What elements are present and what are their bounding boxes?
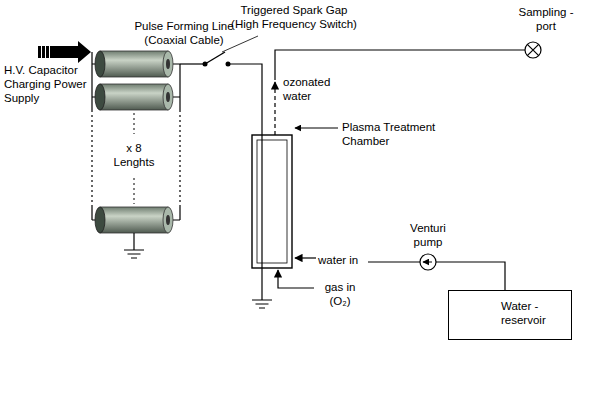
outlet-pipe (275, 50, 525, 80)
coaxial-cable (95, 84, 173, 110)
treatment-chamber (252, 135, 292, 268)
repeat-dots (134, 113, 135, 134)
valve-cross (527, 44, 538, 55)
part-label: Sampling -port (518, 6, 574, 34)
switch-blade (205, 52, 225, 64)
part-label: Plasma Treatment Chamber (342, 121, 442, 149)
arrow-tail (46, 46, 49, 58)
part-label: Triggered Spark Gap (High Frequency Swit… (226, 4, 362, 32)
repeat-dots (134, 178, 135, 204)
gas-pipe (278, 270, 314, 288)
label-text: Sampling -port (519, 6, 574, 32)
venturi-pump (420, 254, 436, 270)
sampling-valve (525, 42, 541, 58)
outflow-arrow (274, 82, 275, 135)
node-text: Water -reservoir (501, 300, 563, 328)
label-text: Triggered Spark Gap (High Frequency Swit… (231, 4, 357, 30)
label-text: H.V. Capacitor Charging Power Supply (4, 64, 86, 104)
wire (180, 63, 205, 64)
label-text: Plasma Treatment Chamber (342, 121, 435, 147)
leader-line (222, 36, 258, 52)
label-text: x 8 Lenghts (114, 142, 155, 168)
chamber-inner-wall (257, 140, 287, 263)
bus-wire (91, 207, 92, 220)
arrow-tail (42, 46, 45, 58)
bus-wire (179, 64, 180, 110)
bus-wire (91, 52, 92, 110)
part-label: H.V. Capacitor Charging Power Supply (4, 64, 90, 105)
bus-wire-dotted (179, 110, 180, 207)
water-pipe (368, 261, 420, 262)
branch-wire (92, 64, 180, 220)
supply-arrow (50, 41, 91, 63)
part-label: gas in (O₂) (318, 281, 362, 309)
bus-wire-dotted (91, 110, 92, 207)
part-label: ozonated water (283, 76, 335, 104)
label-text: water in (318, 254, 358, 266)
label-text: Pulse Forming Line (Coaxial Cable) (134, 20, 233, 46)
arrow-tail (38, 46, 41, 58)
label-text: Venturi pump (410, 222, 446, 248)
part-label: water in (318, 254, 368, 268)
pointer-arrow (295, 128, 338, 129)
ground-symbol (124, 250, 144, 258)
coaxial-cable (95, 51, 173, 77)
reservoir-box: Water -reservoir (448, 290, 572, 340)
label-text: gas in (O₂) (325, 281, 356, 307)
water-inlet-arrow (295, 257, 316, 258)
ground-wire (133, 233, 134, 250)
pump-flow-arrow (423, 262, 432, 263)
part-label: x 8 Lenghts (110, 142, 158, 170)
water-pipe (436, 262, 505, 290)
part-label: Pulse Forming Line (Coaxial Cable) (128, 20, 240, 48)
label-text: ozonated water (283, 76, 330, 102)
coaxial-cable (95, 207, 173, 233)
part-label: Venturi pump (398, 222, 458, 250)
bus-wire (179, 207, 180, 220)
ground-symbol (252, 300, 272, 308)
